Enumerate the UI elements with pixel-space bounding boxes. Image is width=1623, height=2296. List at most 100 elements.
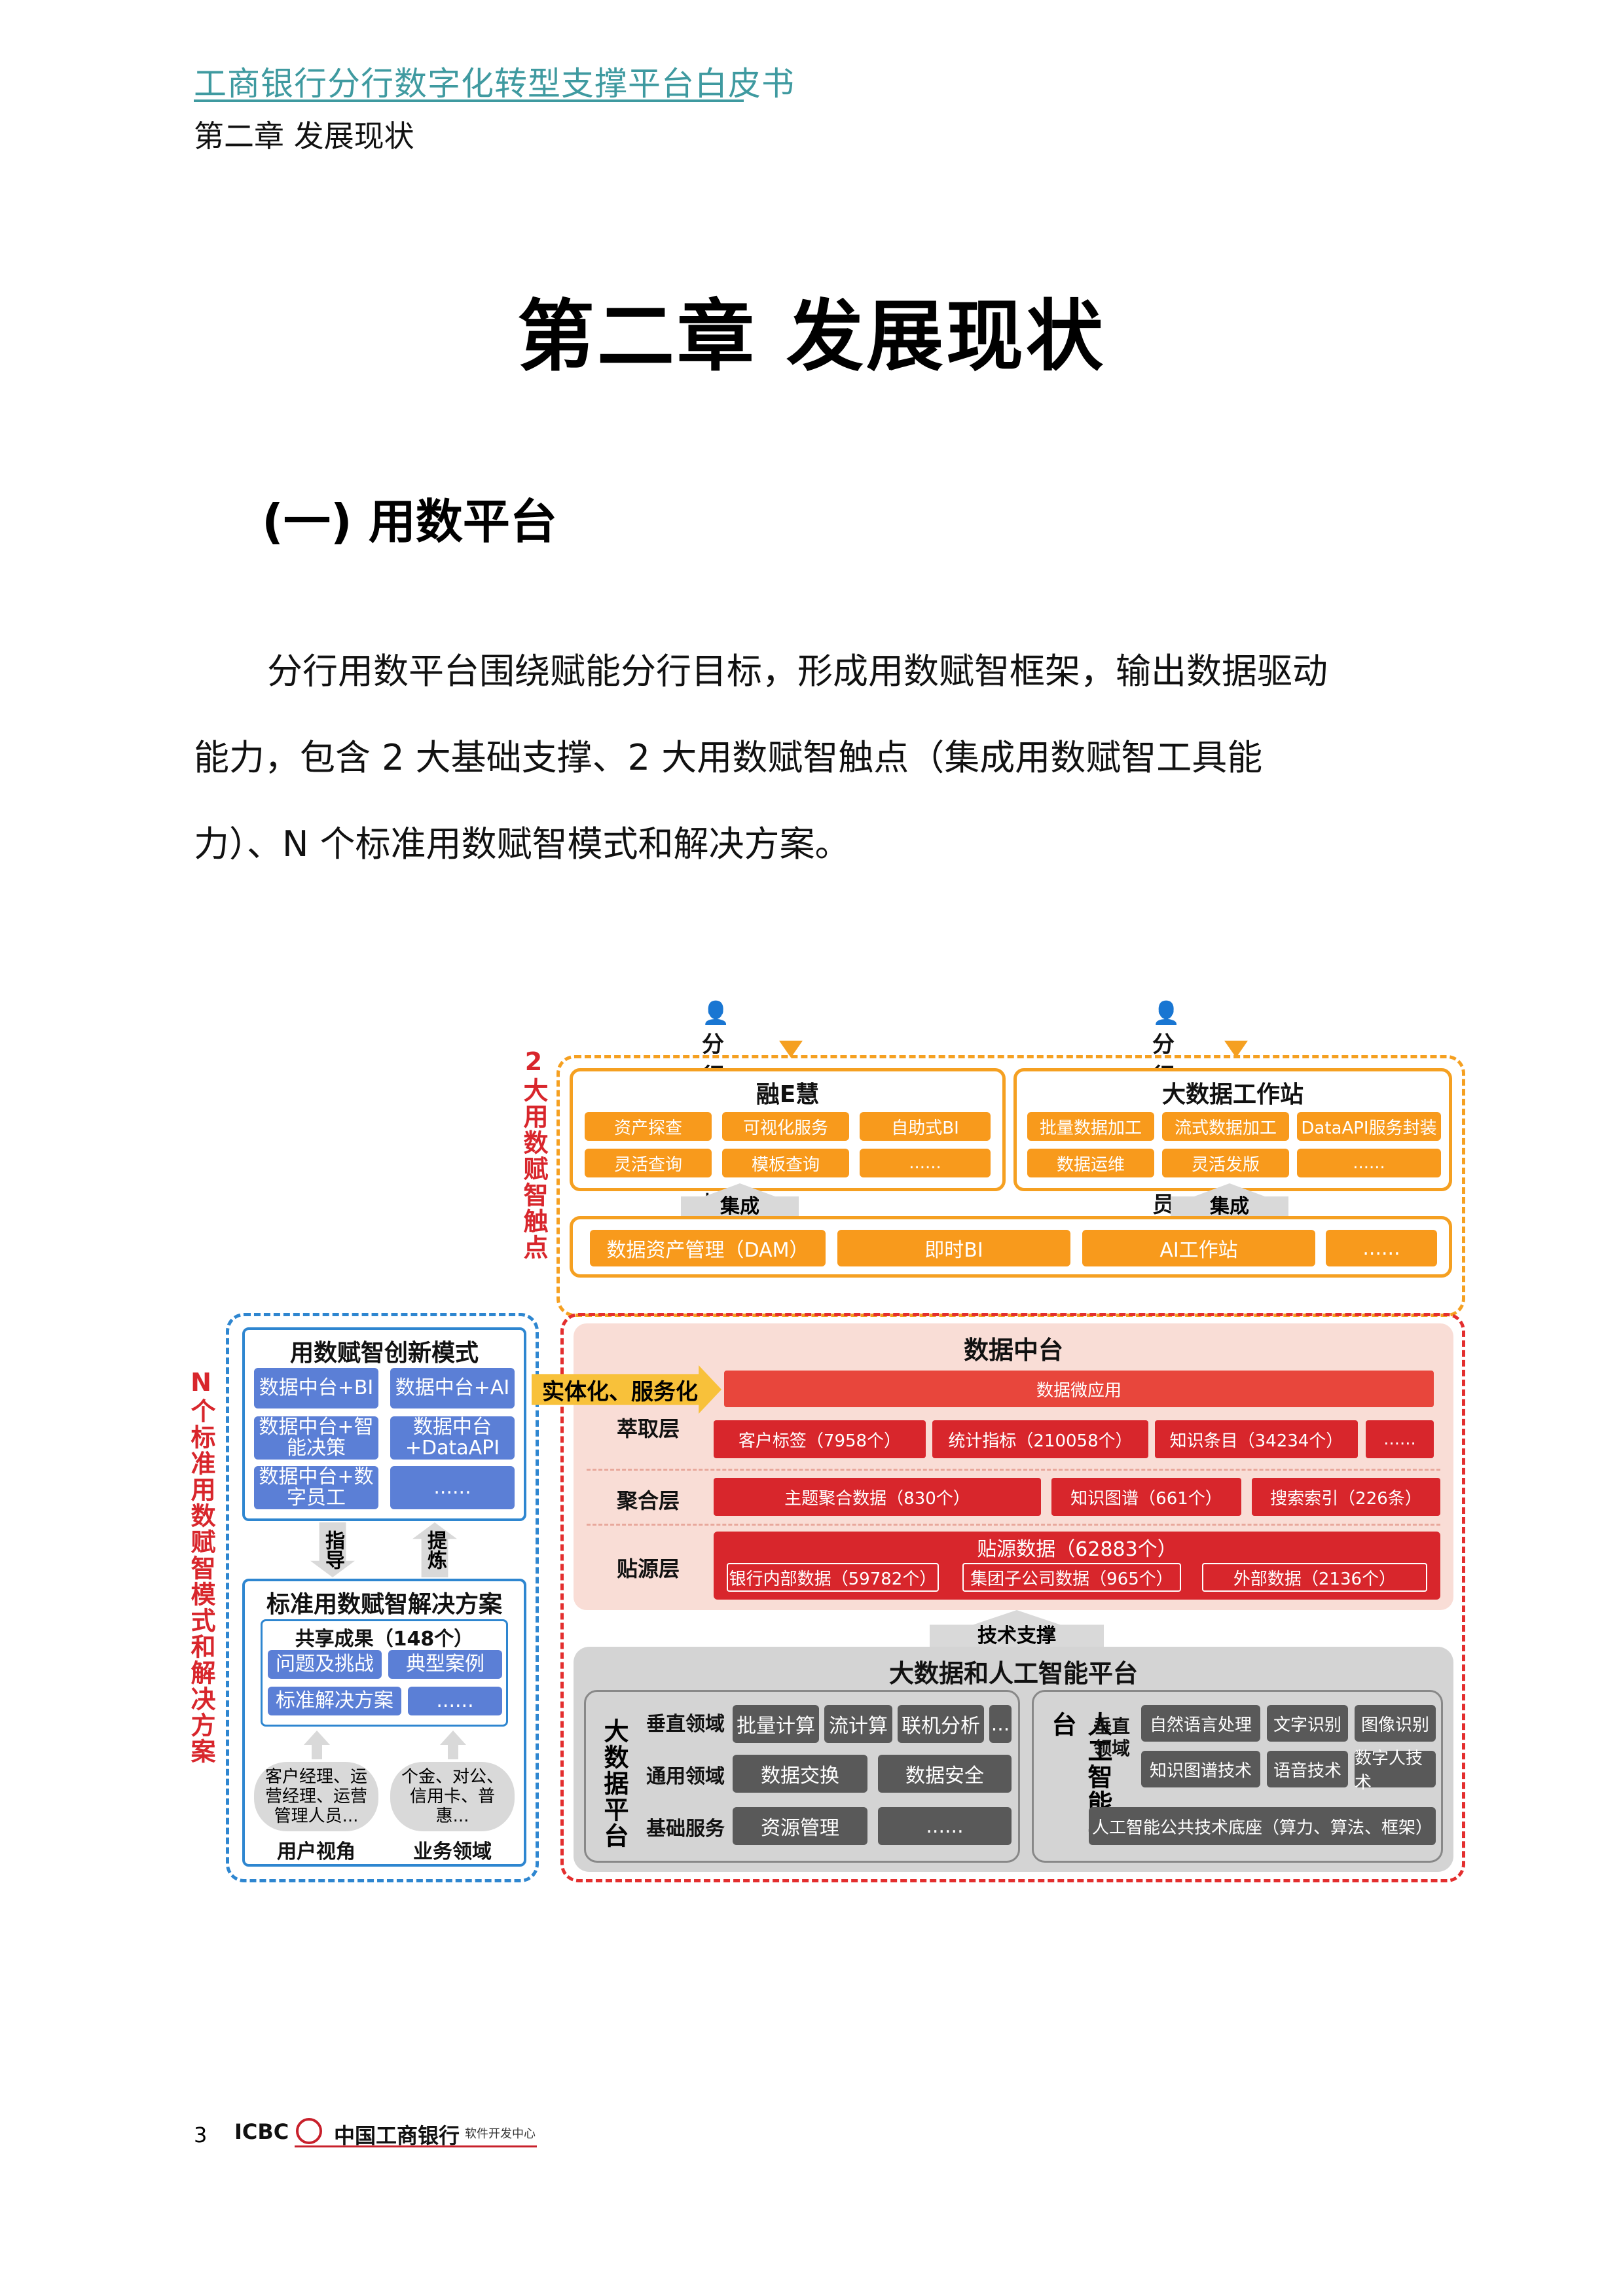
shared-results-title: 共享成果（148个） — [295, 1628, 474, 1651]
bigdata-vertical-item: ... — [989, 1705, 1012, 1743]
data-center-panel: 数据中台 数据微应用 萃取层 客户标签（7958个） 统计指标（210058个）… — [574, 1323, 1453, 1610]
bigdata-vertical-item: 批量计算 — [733, 1705, 819, 1743]
bigdata-general-item: 数据交换 — [733, 1755, 867, 1793]
source-layer-label: 贴源层 — [617, 1556, 680, 1581]
ai-item: 数字人技术 — [1355, 1749, 1436, 1793]
ai-item: 图像识别 — [1355, 1705, 1436, 1742]
bigdata-basic-item: ...... — [878, 1807, 1012, 1845]
down-arrow-icon — [1224, 1041, 1248, 1058]
section-title: (一) 用数平台 — [262, 494, 557, 549]
tool-item: AI工作站 — [1082, 1230, 1315, 1266]
data-center-title: 数据中台 — [963, 1336, 1063, 1365]
source-item: 银行内部数据（59782个） — [727, 1563, 939, 1592]
paragraph-line: 能力，包含 2 大基础支撑、2 大用数赋智触点（集成用数赋智工具能 — [194, 737, 1263, 778]
paragraph-line: 分行用数平台围绕赋能分行目标，形成用数赋智框架，输出数据驱动 — [267, 651, 1328, 692]
workstation-item: DataAPI服务封装 — [1297, 1112, 1441, 1141]
paragraph-line: 力）、N 个标准用数赋智模式和解决方案。 — [194, 823, 850, 865]
source-item: 集团子公司数据（965个） — [962, 1563, 1181, 1592]
workstation-item: 灵活发版 — [1162, 1149, 1289, 1177]
rongehui-item: 资产探查 — [585, 1112, 712, 1141]
innovation-item: 数据中台+AI — [390, 1368, 515, 1408]
innovation-item: 数据中台+智能决策 — [254, 1416, 378, 1460]
ai-item: 知识图谱技术 — [1141, 1751, 1260, 1787]
rongehui-item: 灵活查询 — [585, 1149, 712, 1177]
tool-item: 即时BI — [837, 1230, 1070, 1266]
bigdata-workstation-panel: 大数据工作站 批量数据加工 流式数据加工 DataAPI服务封装 数据运维 灵活… — [1013, 1068, 1452, 1191]
innovation-container — [226, 1313, 539, 1882]
ai-platform-panel: 大数据和人工智能平台 大数据平台 垂直领域 批量计算 流计算 联机分析 ... … — [574, 1647, 1453, 1872]
ai-item: 文字识别 — [1267, 1705, 1348, 1742]
footer-brand: ICBC — [234, 2119, 289, 2144]
ai-platform-title: 大数据和人工智能平台 — [888, 1659, 1138, 1688]
biz-domain-label: 业务领域 — [413, 1840, 492, 1863]
body-paragraph: 分行用数平台围绕赋能分行目标，形成用数赋智框架，输出数据驱动 能力，包含 2 大… — [194, 628, 1438, 888]
agg-item: 知识图谱（661个） — [1051, 1478, 1241, 1516]
foundation-container — [560, 1313, 1465, 1882]
workstation-item: 数据运维 — [1027, 1149, 1154, 1177]
tool-item: ...... — [1326, 1230, 1437, 1266]
rongehui-panel: 融E慧 资产探查 可视化服务 自助式BI 灵活查询 模板查询 ...... — [570, 1068, 1006, 1191]
micro-app-bar: 数据微应用 — [724, 1371, 1434, 1407]
solution-title: 标准用数赋智解决方案 — [266, 1591, 502, 1618]
bigdata-platform-label: 大数据平台 — [600, 1718, 629, 1849]
solution-panel: 标准用数赋智解决方案 共享成果（148个） 问题及挑战 典型案例 标准解决方案 … — [242, 1579, 526, 1867]
agg-item: 主题聚合数据（830个） — [714, 1478, 1041, 1516]
shared-results-box: 共享成果（148个） 问题及挑战 典型案例 标准解决方案 ...... — [261, 1619, 508, 1727]
ai-base-bar: 人工智能公共技术底座（算力、算法、框架） — [1089, 1807, 1436, 1845]
rongehui-item: ...... — [860, 1149, 991, 1177]
up-arrow-icon — [440, 1731, 466, 1759]
agg-item: 搜索索引（226条） — [1252, 1478, 1440, 1516]
solution-item: 问题及挑战 — [268, 1650, 382, 1679]
bigdata-platform-box: 大数据平台 垂直领域 批量计算 流计算 联机分析 ... 通用领域 数据交换 数… — [584, 1690, 1020, 1863]
header-title: 工商银行分行数字化转型支撑平台白皮书 — [194, 65, 795, 103]
agg-layer-label: 聚合层 — [617, 1488, 680, 1513]
down-arrow-icon — [779, 1041, 803, 1058]
source-data-title: 贴源数据（62883个） — [977, 1538, 1177, 1561]
extract-layer-label: 萃取层 — [617, 1416, 680, 1441]
workstation-item: ...... — [1297, 1149, 1441, 1177]
solution-item: ...... — [408, 1687, 502, 1715]
innovation-title: 用数赋智创新模式 — [289, 1340, 479, 1367]
tool-item: 数据资产管理（DAM） — [590, 1230, 826, 1266]
user-view-label: 用户视角 — [277, 1840, 356, 1863]
ai-item: 自然语言处理 — [1141, 1705, 1260, 1742]
extract-item: ...... — [1366, 1420, 1434, 1458]
workstation-item: 批量数据加工 — [1027, 1112, 1154, 1141]
page-number: 3 — [194, 2123, 208, 2147]
innovation-item: ...... — [390, 1466, 515, 1509]
up-arrow-icon — [304, 1731, 330, 1759]
bigdata-basic-item: 资源管理 — [733, 1807, 867, 1845]
source-data-block: 贴源数据（62883个） 银行内部数据（59782个） 集团子公司数据（965个… — [714, 1532, 1440, 1600]
workstation-item: 流式数据加工 — [1162, 1112, 1289, 1141]
biz-domain-bubble: 个金、对公、信用卡、普惠... — [390, 1762, 515, 1831]
bigdata-vertical-item: 联机分析 — [898, 1705, 984, 1743]
user-icon: 👤 — [1152, 1000, 1180, 1026]
solution-item: 标准解决方案 — [268, 1687, 401, 1715]
workstation-title: 大数据工作站 — [1161, 1081, 1304, 1108]
innovation-item: 数据中台+DataAPI — [390, 1416, 515, 1460]
ai-vertical-label: 垂直领域 — [1093, 1715, 1130, 1759]
innovation-item: 数据中台+数字员工 — [254, 1466, 378, 1509]
rongehui-item: 模板查询 — [722, 1149, 849, 1177]
icbc-logo-icon — [296, 2118, 322, 2144]
innovation-panel: 用数赋智创新模式 数据中台+BI 数据中台+AI 数据中台+智能决策 数据中台+… — [242, 1327, 526, 1521]
extract-item: 统计指标（210058个） — [932, 1420, 1148, 1458]
basic-label: 基础服务 — [646, 1818, 725, 1840]
extract-item: 知识条目（34234个） — [1155, 1420, 1358, 1458]
user-icon: 👤 — [702, 1000, 730, 1026]
footer-bank-name: 中国工商银行 — [334, 2123, 460, 2148]
layer-divider — [587, 1524, 1440, 1526]
header-rule — [194, 99, 744, 102]
bigdata-general-item: 数据安全 — [878, 1755, 1012, 1793]
rongehui-title: 融E慧 — [756, 1081, 820, 1108]
extract-item: 客户标签（7958个） — [714, 1420, 926, 1458]
general-label: 通用领域 — [646, 1765, 725, 1788]
bigdata-vertical-item: 流计算 — [824, 1705, 892, 1743]
header-chapter: 第二章 发展现状 — [194, 118, 414, 154]
label-two-touchpoints: 2大用数赋智触点 — [519, 1047, 548, 1261]
rongehui-item: 自助式BI — [860, 1112, 991, 1141]
footer-rule — [295, 2145, 537, 2147]
label-n-solutions: N个标准用数赋智模式和解决方案 — [187, 1368, 215, 1765]
ai-sub-platform-box: 人工智能平台 垂直领域 自然语言处理 文字识别 图像识别 知识图谱技术 语音技术… — [1032, 1690, 1443, 1863]
vertical-label: 垂直领域 — [646, 1713, 725, 1736]
